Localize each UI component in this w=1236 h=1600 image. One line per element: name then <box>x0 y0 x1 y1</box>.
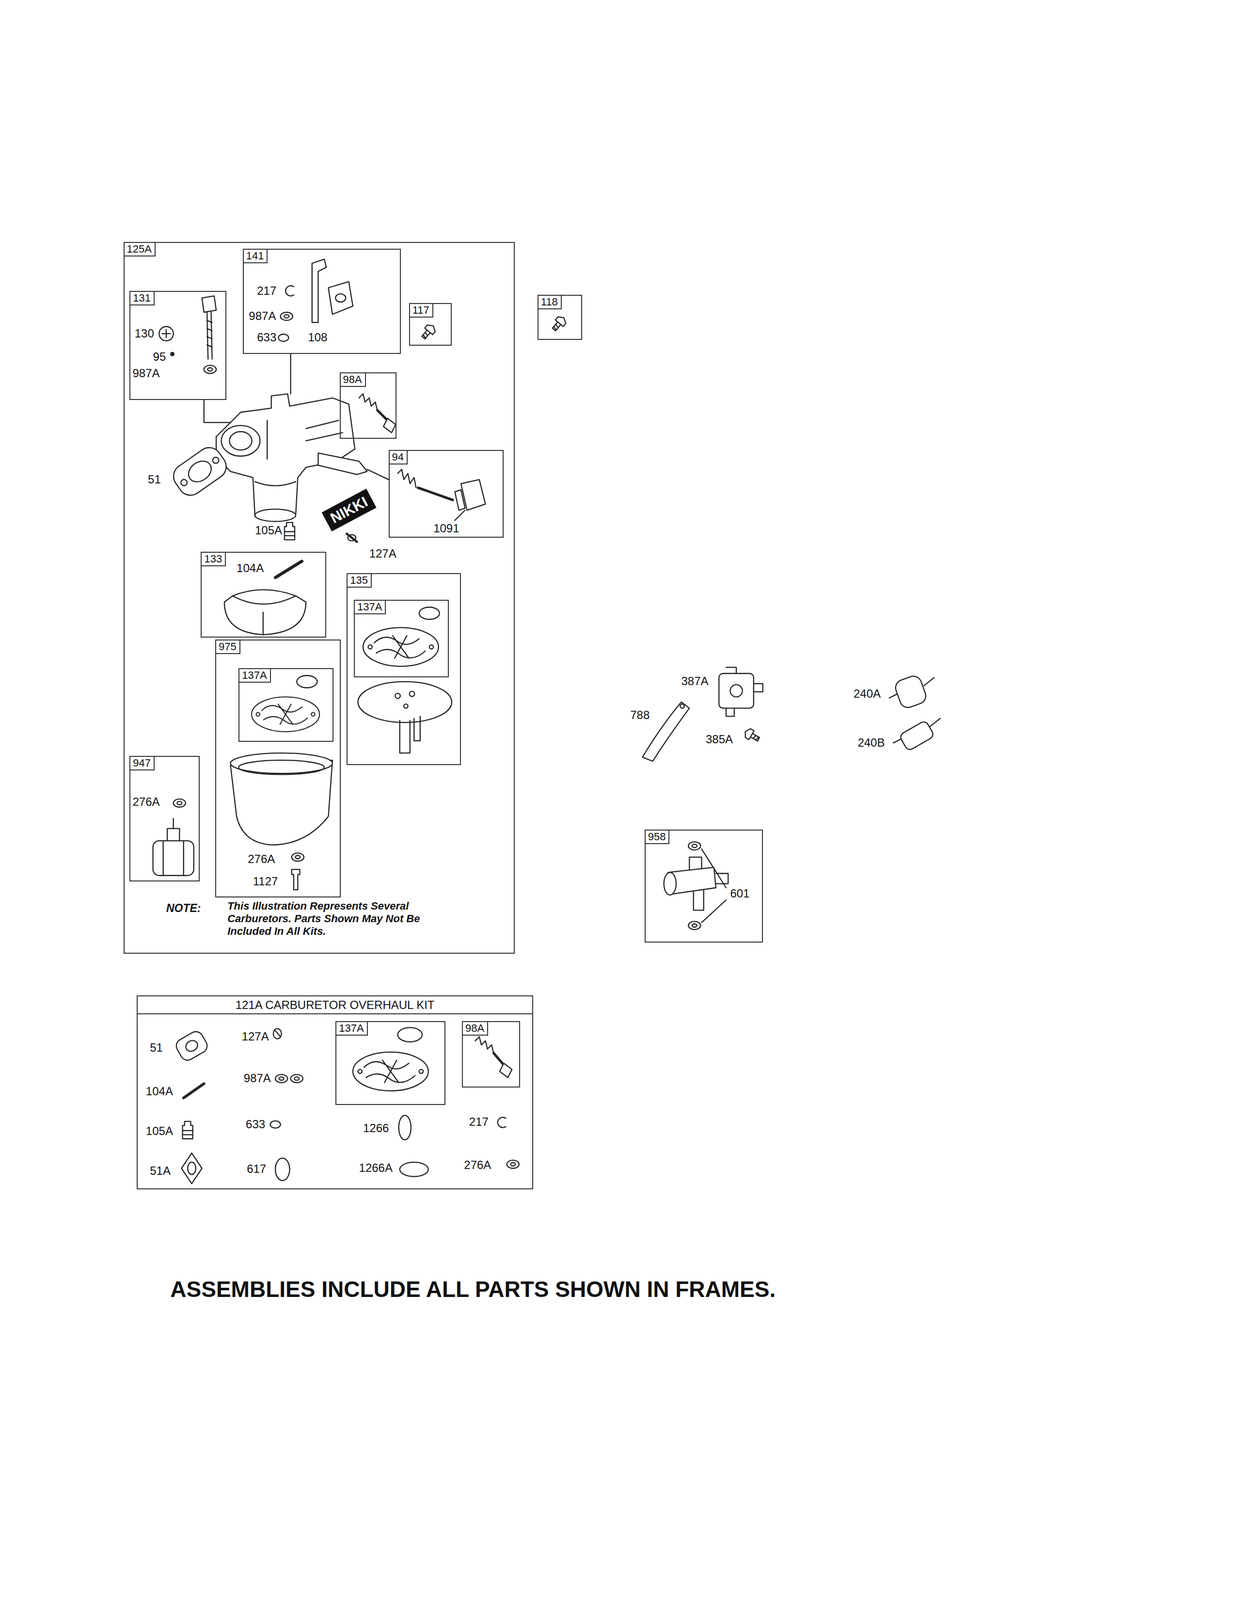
kit-title: 121A CARBURETOR OVERHAUL KIT <box>137 996 533 1015</box>
callout-number: 617 <box>246 1162 267 1175</box>
callout-number: 276A <box>247 853 275 865</box>
note-heading: NOTE: <box>166 902 202 914</box>
part-frame: 975 276A 1127 137A <box>215 639 341 898</box>
callout-number: 51A <box>149 1164 171 1177</box>
frame-number: 137A <box>354 600 386 615</box>
note-text: This Illustration Represents Several Car… <box>227 899 456 938</box>
frame-number: 125A <box>124 242 156 257</box>
callout-number: 276A <box>132 795 160 808</box>
callout-number: 987A <box>132 367 160 380</box>
part-frame: 137A <box>353 599 449 678</box>
float <box>224 561 306 635</box>
float-bowl <box>230 752 333 890</box>
choke-parts <box>278 259 353 342</box>
callout-number: 1266A <box>359 1161 393 1174</box>
callout-number: 217 <box>469 1115 489 1128</box>
leader-lines <box>204 353 727 922</box>
screw-spring-98A <box>359 393 397 433</box>
small-pin <box>346 533 357 542</box>
callout-number: 385A <box>705 733 733 745</box>
frame-number: 947 <box>130 756 155 771</box>
part-frame: 133 104A <box>200 551 327 638</box>
kit-parts <box>173 1028 519 1184</box>
frame-number: 117 <box>410 303 434 318</box>
brand-label: NIKKI <box>321 488 376 532</box>
callout-number: 127A <box>369 547 397 560</box>
part-frame: 118 <box>537 294 583 340</box>
part-frame: 94 1091 <box>388 449 505 538</box>
callout-number: 130 <box>134 327 155 340</box>
callout-number: 104A <box>145 1085 174 1097</box>
callout-number: 387A <box>681 675 709 687</box>
callout-number: 127A <box>241 1030 270 1043</box>
part-frame: 141 217 987A 633 108 <box>242 248 401 354</box>
callout-number: 633 <box>256 331 277 344</box>
bowl-gaskets <box>251 606 440 1091</box>
callout-number: 601 <box>729 887 750 900</box>
frame-number: 137A <box>239 668 271 683</box>
part-frame: 947 276A <box>129 755 200 882</box>
part-frame: 135 137A <box>346 572 461 765</box>
callout-number: 51 <box>147 473 161 486</box>
part-frame: 98A <box>461 1020 521 1088</box>
part-frame: 125A 51 105A NIKKI 127A NOTE: This Illustratio… <box>123 241 516 954</box>
callout-number: 1266 <box>363 1122 389 1134</box>
callout-number: 104A <box>236 562 264 574</box>
frame-number: 133 <box>201 552 226 567</box>
caption: ASSEMBLIES INCLUDE ALL PARTS SHOWN IN FR… <box>170 1277 776 1300</box>
callout-number: 105A <box>254 524 283 537</box>
frame-number: 135 <box>347 573 372 588</box>
frame-number: 94 <box>389 450 408 465</box>
fuel-pump <box>642 666 763 761</box>
gasket-51 <box>168 442 231 500</box>
callout-number: 276A <box>463 1158 492 1171</box>
callout-number: 217 <box>256 285 277 297</box>
fuel-filters <box>889 673 941 752</box>
callout-number: 51 <box>149 1041 163 1054</box>
frame-number: 137A <box>336 1021 368 1036</box>
bowl-plate <box>357 681 452 753</box>
frame-number: 141 <box>243 249 269 264</box>
callout-number: 633 <box>245 1118 266 1130</box>
callout-number: 788 <box>630 709 650 721</box>
screws <box>419 314 569 342</box>
part-frame: 958 601 <box>644 829 763 943</box>
callout-number: 105A <box>145 1125 174 1137</box>
screw-spring-94 <box>397 469 486 510</box>
main-jet <box>284 522 295 540</box>
callout-number: 987A <box>243 1072 271 1084</box>
shutoff-valve <box>664 841 729 930</box>
part-frame: 137A <box>238 667 334 742</box>
part-frame: 121A CARBURETOR OVERHAUL KIT 51 127A 104A 98… <box>136 995 534 1189</box>
part-frame: 131 130 95 987A <box>129 290 227 400</box>
callout-number: 108 <box>307 331 328 344</box>
frame-number: 958 <box>645 830 670 844</box>
callout-number: 95 <box>153 350 167 363</box>
frame-number: 118 <box>538 295 562 310</box>
frame-number: 98A <box>340 373 366 387</box>
callout-number: 1127 <box>253 875 279 888</box>
idle-screw-parts <box>158 295 217 374</box>
callout-number: 240B <box>857 736 885 749</box>
part-frame: 98A <box>339 372 397 439</box>
callout-number: 1091 <box>433 522 460 535</box>
part-frame: 137A <box>335 1020 446 1105</box>
part-frame: 117 <box>409 302 452 346</box>
frame-number: 975 <box>216 640 241 654</box>
callout-number: 987A <box>248 310 276 322</box>
frame-number: 98A <box>462 1021 489 1036</box>
frame-number: 131 <box>130 291 155 306</box>
bowl-fitting <box>153 798 194 876</box>
callout-number: 240A <box>853 687 881 700</box>
